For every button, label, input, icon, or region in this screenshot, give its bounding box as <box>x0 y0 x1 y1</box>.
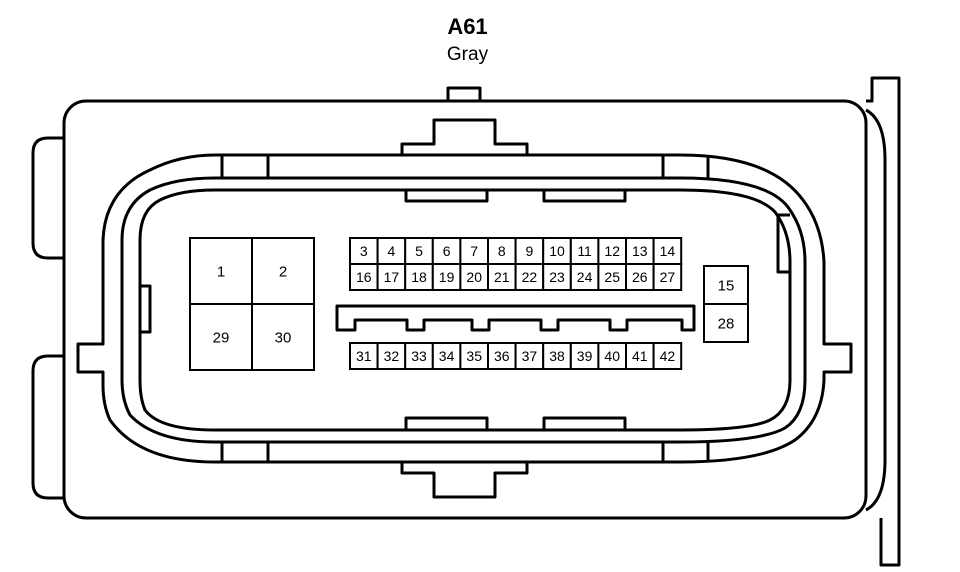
pin-label-8: 8 <box>498 243 506 259</box>
pin-cavity-22 <box>514 263 545 291</box>
pin-label-7: 7 <box>470 243 478 259</box>
pin-cavity-6 <box>431 237 462 265</box>
pin-label-3: 3 <box>360 243 368 259</box>
pin-label-31: 31 <box>356 348 372 364</box>
pin-label-5: 5 <box>415 243 423 259</box>
pin-cavity-33 <box>404 342 434 370</box>
pin-cavity-38 <box>542 342 572 370</box>
pin-label-28: 28 <box>718 315 735 332</box>
pin-label-27: 27 <box>660 269 676 285</box>
pin-label-36: 36 <box>494 348 510 364</box>
pin-label-6: 6 <box>443 243 451 259</box>
pin-cavity-42 <box>652 342 683 370</box>
pin-label-30: 30 <box>275 329 292 346</box>
pin-cavity-37 <box>514 342 545 370</box>
pin-label-34: 34 <box>439 348 455 364</box>
pin-label-40: 40 <box>604 348 620 364</box>
pin-label-18: 18 <box>411 269 427 285</box>
connector-id: A61 <box>447 14 488 39</box>
pin-label-26: 26 <box>632 269 648 285</box>
pin-label-38: 38 <box>549 348 565 364</box>
pin-label-9: 9 <box>526 243 534 259</box>
pin-cavity-31 <box>349 342 379 370</box>
pin-cavity-27 <box>652 263 683 291</box>
connector-housing <box>31 76 901 567</box>
pin-label-24: 24 <box>577 269 593 285</box>
pin-cavity-28 <box>703 303 749 343</box>
pin-label-17: 17 <box>384 269 400 285</box>
pin-cavity-10 <box>542 237 572 265</box>
pin-label-41: 41 <box>632 348 648 364</box>
pin-label-29: 29 <box>213 329 230 346</box>
pin-cavity-30 <box>251 303 315 371</box>
pin-label-39: 39 <box>577 348 593 364</box>
pin-cavity-32 <box>376 342 407 370</box>
pin-label-15: 15 <box>718 277 735 294</box>
pin-label-22: 22 <box>522 269 538 285</box>
pin-cavity-14 <box>652 237 683 265</box>
pin-label-4: 4 <box>388 243 396 259</box>
pin-cavity-8 <box>487 237 517 265</box>
pin-label-12: 12 <box>604 243 620 259</box>
pin-label-14: 14 <box>660 243 676 259</box>
pin-cavity-11 <box>569 237 600 265</box>
connector-color-label: Gray <box>446 44 489 65</box>
pin-label-35: 35 <box>466 348 482 364</box>
pin-label-42: 42 <box>660 348 676 364</box>
pin-cavity-16 <box>349 263 379 291</box>
pin-cavity-40 <box>597 342 628 370</box>
pin-label-11: 11 <box>577 243 592 259</box>
pin-label-13: 13 <box>632 243 648 259</box>
pin-label-32: 32 <box>384 348 400 364</box>
pin-cavity-3 <box>349 237 379 265</box>
pin-label-23: 23 <box>549 269 565 285</box>
pin-label-19: 19 <box>439 269 455 285</box>
pin-label-2: 2 <box>279 263 287 280</box>
pin-label-1: 1 <box>217 263 225 280</box>
pin-cavity-4 <box>376 237 407 265</box>
pin-cavity-35 <box>459 342 489 370</box>
pin-label-20: 20 <box>466 269 482 285</box>
pin-label-33: 33 <box>411 348 427 364</box>
pin-cavity-25 <box>597 263 628 291</box>
pin-cavity-2 <box>251 237 315 305</box>
pin-label-21: 21 <box>494 269 510 285</box>
pin-label-25: 25 <box>604 269 620 285</box>
pin-label-10: 10 <box>549 243 565 259</box>
pin-cavity-23 <box>542 263 572 291</box>
pin-cavity-26 <box>625 263 655 291</box>
pin-label-16: 16 <box>356 269 372 285</box>
pin-label-37: 37 <box>522 348 538 364</box>
pin-cavity-12 <box>597 237 628 265</box>
